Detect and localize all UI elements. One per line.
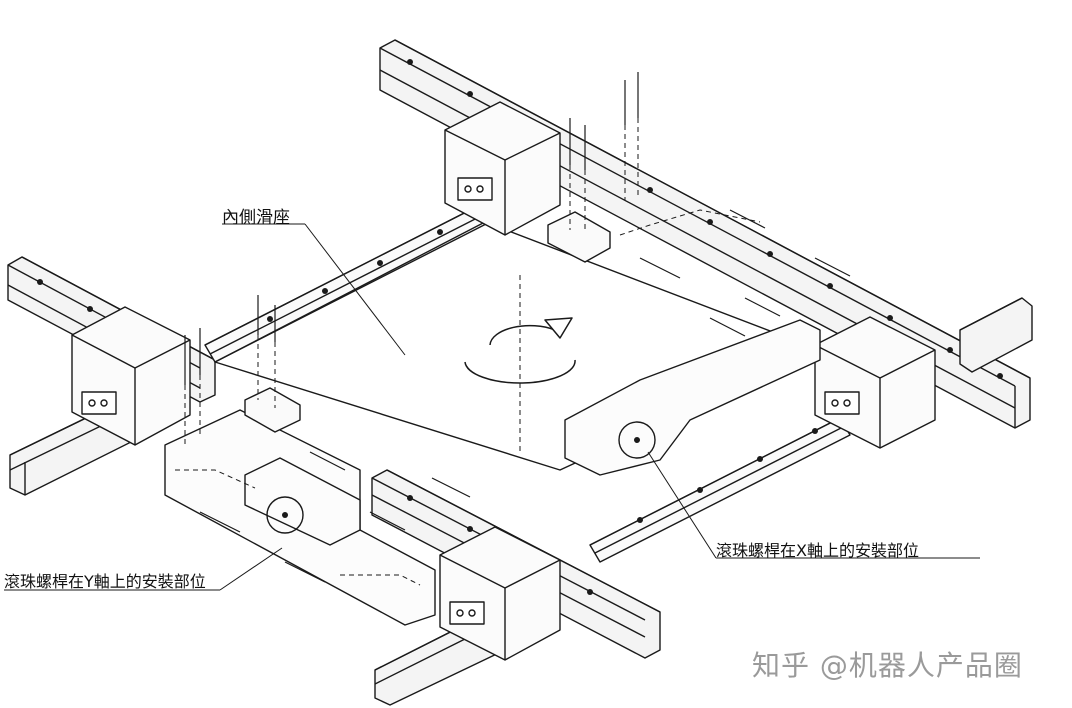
- inner-slider-label: 內側滑座: [222, 208, 290, 228]
- rotation-arrow: [464, 317, 576, 384]
- y-axis-mount-label: 滾珠螺桿在Y軸上的安裝部位: [4, 572, 206, 591]
- leader-lines: [4, 223, 980, 591]
- small-block-top: [244, 211, 611, 433]
- screws-side: [199, 209, 851, 583]
- right-slider-block: [814, 316, 936, 449]
- x-axis-mount-label: 滾珠螺桿在X軸上的安裝部位: [716, 541, 919, 560]
- screws-upper: [184, 72, 639, 385]
- inner-y-rail: [204, 204, 491, 363]
- top-slider-block: [444, 101, 561, 236]
- inner-x-rail: [589, 417, 851, 563]
- screw-guides: [175, 118, 761, 586]
- watermark: 知乎 @机器人产品圈: [752, 649, 1023, 682]
- bottom-slider-block: [439, 526, 561, 661]
- x-ballscrew-bracket: [564, 319, 821, 476]
- right-rail-end: [959, 297, 1033, 373]
- upper-left-slider-block: [71, 306, 191, 446]
